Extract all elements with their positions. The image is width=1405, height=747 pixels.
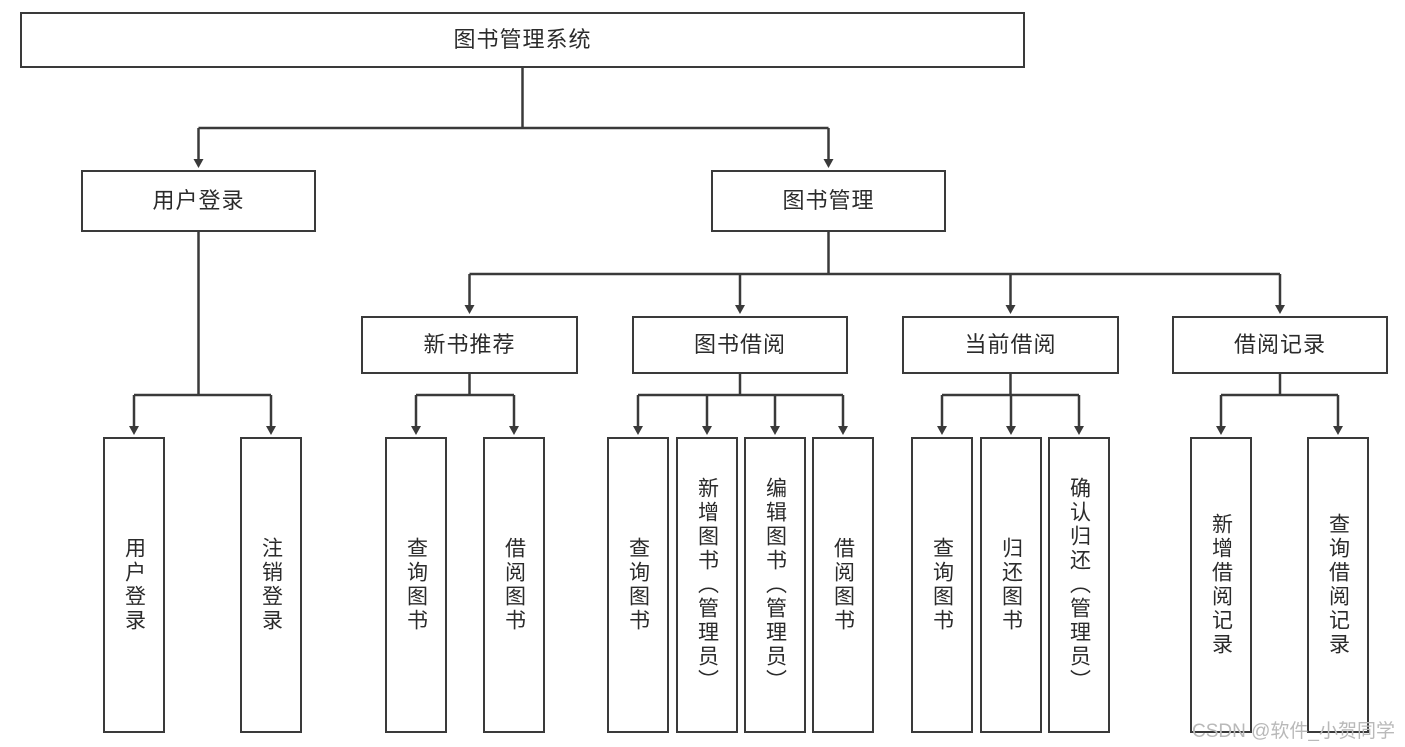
node-label: 借阅记录 [1233,332,1326,358]
node-label: 当前借阅 [964,332,1057,358]
node-label: 图书管理 [782,188,875,214]
node-label: 图书借阅 [693,332,786,358]
node-label: 图书管理系统 [453,27,592,53]
node-label: 注销登录 [259,537,283,633]
node-leaf-cu-query[interactable]: 查询图书 [911,437,973,733]
node-root[interactable]: 图书管理系统 [20,12,1025,68]
node-label: 编辑图书（管理员） [763,477,787,693]
node-leaf-user-logout[interactable]: 注销登录 [240,437,302,733]
node-borrow[interactable]: 图书借阅 [632,316,848,374]
node-leaf-bo-borrow[interactable]: 借阅图书 [812,437,874,733]
node-label: 归还图书 [999,537,1023,633]
node-records[interactable]: 借阅记录 [1172,316,1388,374]
node-label: 查询图书 [930,537,954,633]
node-label: 借阅图书 [831,537,855,633]
node-bookmgmt[interactable]: 图书管理 [711,170,946,232]
node-label: 用户登录 [152,188,245,214]
node-leaf-nb-query[interactable]: 查询图书 [385,437,447,733]
node-leaf-cu-confirm[interactable]: 确认归还（管理员） [1048,437,1110,733]
node-label: 新增借阅记录 [1209,513,1233,657]
node-leaf-re-add[interactable]: 新增借阅记录 [1190,437,1252,733]
node-newbook[interactable]: 新书推荐 [361,316,578,374]
node-label: 新增图书（管理员） [695,477,719,693]
node-leaf-user-login[interactable]: 用户登录 [103,437,165,733]
node-leaf-bo-query[interactable]: 查询图书 [607,437,669,733]
node-leaf-bo-edit[interactable]: 编辑图书（管理员） [744,437,806,733]
node-leaf-cu-return[interactable]: 归还图书 [980,437,1042,733]
node-label: 用户登录 [122,537,146,633]
node-label: 查询图书 [404,537,428,633]
edge-group [129,68,1343,435]
node-label: 借阅图书 [502,537,526,633]
node-label: 新书推荐 [423,332,516,358]
node-current[interactable]: 当前借阅 [902,316,1119,374]
node-leaf-re-query[interactable]: 查询借阅记录 [1307,437,1369,733]
node-label: 查询借阅记录 [1326,513,1350,657]
node-leaf-nb-borrow[interactable]: 借阅图书 [483,437,545,733]
node-login[interactable]: 用户登录 [81,170,316,232]
node-leaf-bo-add[interactable]: 新增图书（管理员） [676,437,738,733]
node-label: 确认归还（管理员） [1067,477,1091,693]
node-label: 查询图书 [626,537,650,633]
